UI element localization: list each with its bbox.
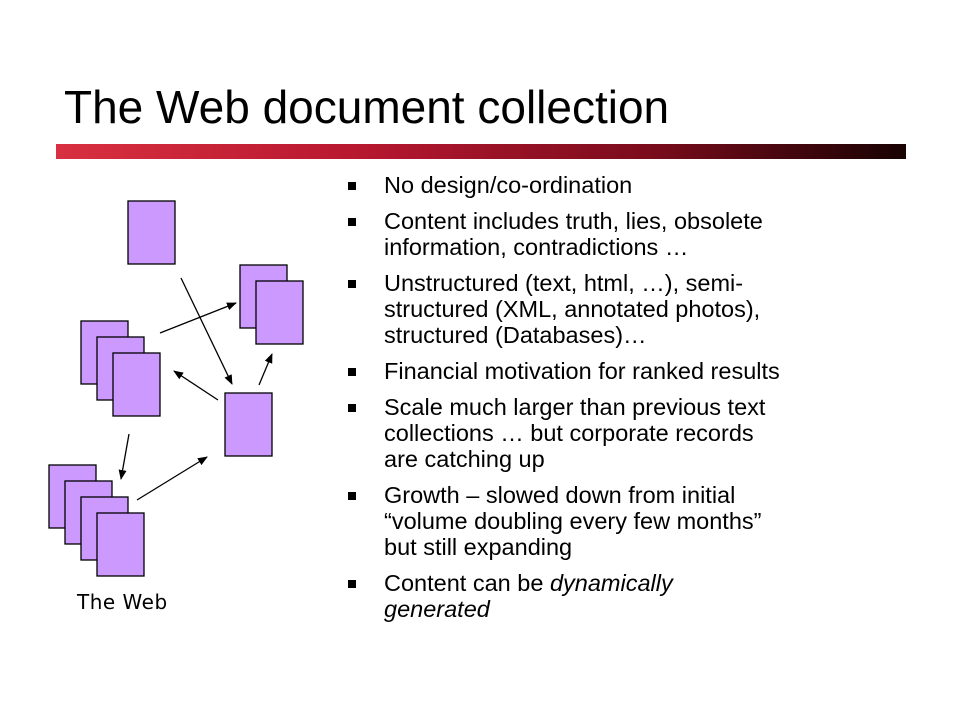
document-page <box>224 392 273 457</box>
bullet-item: No design/co-ordination <box>346 172 936 198</box>
bullet-item: Growth – slowed down from initial “volum… <box>346 482 936 560</box>
document-page <box>127 200 176 265</box>
bullet-square-icon <box>348 404 356 412</box>
bullet-square-icon <box>348 580 356 588</box>
bullet-text: Unstructured (text, html, …), semi- stru… <box>384 270 761 348</box>
bullet-square-icon <box>348 280 356 288</box>
link-arrow <box>258 353 273 386</box>
bullet-square-icon <box>348 182 356 190</box>
bullet-item: Content includes truth, lies, obsolete i… <box>346 208 936 260</box>
bullet-item: Scale much larger than previous text col… <box>346 394 936 472</box>
bullet-item: Content can be dynamically generated <box>346 570 936 622</box>
bullet-square-icon <box>348 492 356 500</box>
document-page <box>96 512 145 577</box>
bullet-text: Scale much larger than previous text col… <box>384 394 766 472</box>
link-arrow <box>136 456 208 501</box>
bullet-item: Financial motivation for ranked results <box>346 358 936 384</box>
bullet-item: Unstructured (text, html, …), semi- stru… <box>346 270 936 348</box>
link-arrow <box>159 302 237 334</box>
diagram-label: The Web <box>77 590 168 614</box>
document-page <box>112 352 161 417</box>
slide-title: The Web document collection <box>64 81 670 133</box>
bullet-text: Content includes truth, lies, obsolete i… <box>384 208 763 260</box>
bullet-text: Financial motivation for ranked results <box>384 358 780 384</box>
bullet-square-icon <box>348 218 356 226</box>
link-arrow <box>173 370 219 401</box>
bullet-text: Growth – slowed down from initial “volum… <box>384 482 762 560</box>
bullet-text-plain: Content can be <box>384 570 550 596</box>
bullet-text: No design/co-ordination <box>384 172 633 198</box>
bullet-text-emphasis: dynamically generated <box>384 570 673 622</box>
bullet-text: Content can be dynamically generated <box>384 570 673 622</box>
link-arrow <box>180 277 233 385</box>
link-arrow <box>118 433 130 480</box>
bullet-square-icon <box>348 368 356 376</box>
bullet-list: No design/co-ordination Content includes… <box>346 172 936 632</box>
title-underline-bar <box>56 144 906 159</box>
document-page <box>255 280 304 345</box>
